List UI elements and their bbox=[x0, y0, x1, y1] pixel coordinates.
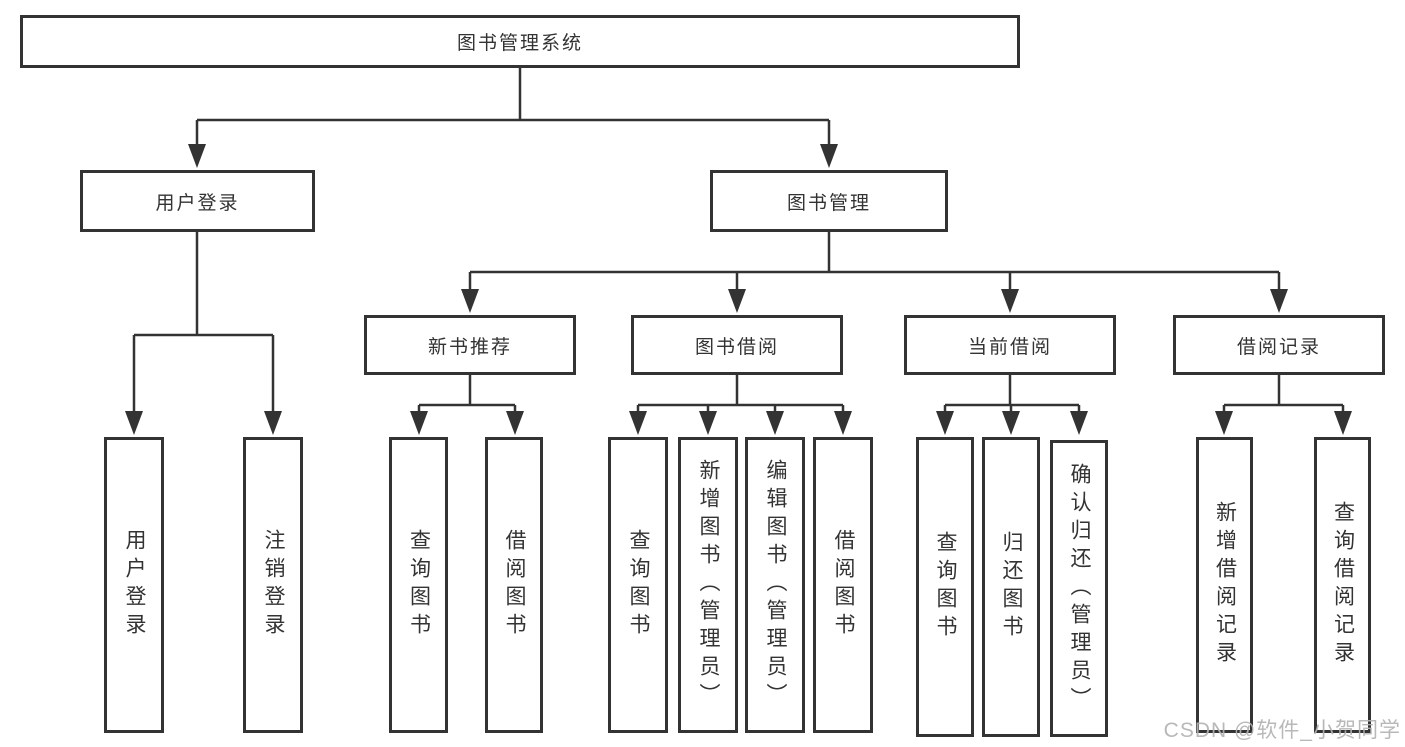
leaf-add-borrow-record: 新增借阅记录 bbox=[1196, 437, 1253, 733]
connector-book-borrow bbox=[636, 375, 845, 413]
csdn-watermark: CSDN @软件_小贺同学 bbox=[1163, 719, 1401, 742]
leaf-label: 编辑图书（管理员） bbox=[764, 459, 788, 711]
arrowhead bbox=[1001, 289, 1019, 313]
connector-root bbox=[195, 68, 831, 146]
leaf-label: 查询借阅记录 bbox=[1331, 501, 1355, 669]
arrowhead bbox=[820, 144, 838, 168]
connector-book-mgmt bbox=[468, 232, 1281, 291]
leaf-label: 归还图书 bbox=[1000, 531, 1024, 643]
node-new-book-rec: 新书推荐 bbox=[364, 315, 576, 375]
node-current-borrow: 当前借阅 bbox=[904, 315, 1116, 375]
leaf-label: 查询图书 bbox=[934, 531, 958, 643]
arrowhead bbox=[410, 411, 428, 435]
arrowhead bbox=[699, 411, 717, 435]
leaf-label: 新增借阅记录 bbox=[1213, 501, 1237, 669]
node-root: 图书管理系统 bbox=[20, 15, 1020, 68]
arrowhead bbox=[1270, 289, 1288, 313]
arrowhead bbox=[461, 289, 479, 313]
node-book-borrow: 图书借阅 bbox=[631, 315, 843, 375]
leaf-query-books-3: 查询图书 bbox=[916, 437, 974, 737]
leaf-label: 借阅图书 bbox=[503, 529, 527, 641]
leaf-label: 确认归还（管理员） bbox=[1068, 462, 1092, 715]
arrowhead bbox=[1070, 411, 1088, 435]
node-book-mgmt: 图书管理 bbox=[710, 170, 948, 232]
leaf-label: 新增图书（管理员） bbox=[697, 459, 721, 711]
connector-new-book-rec bbox=[417, 375, 517, 413]
leaf-label: 借阅图书 bbox=[832, 529, 856, 641]
arrowhead bbox=[506, 411, 524, 435]
arrowhead bbox=[264, 411, 282, 435]
leaf-label: 查询图书 bbox=[407, 529, 431, 641]
leaf-label: 用户登录 bbox=[123, 529, 147, 641]
arrowhead bbox=[1334, 411, 1352, 435]
arrowhead bbox=[766, 411, 784, 435]
connector-borrow-records bbox=[1222, 375, 1345, 413]
connector-user-login bbox=[132, 232, 275, 413]
leaf-user-login: 用户登录 bbox=[104, 437, 164, 733]
arrowhead bbox=[1002, 411, 1020, 435]
leaf-label: 查询图书 bbox=[627, 529, 651, 641]
leaf-borrow-books-2: 借阅图书 bbox=[813, 437, 873, 733]
leaf-return-books: 归还图书 bbox=[982, 437, 1040, 737]
arrowhead bbox=[834, 411, 852, 435]
leaf-query-books-2: 查询图书 bbox=[608, 437, 668, 733]
arrowhead bbox=[728, 289, 746, 313]
node-user-login: 用户登录 bbox=[80, 170, 315, 232]
leaf-logout: 注销登录 bbox=[243, 437, 303, 733]
arrowhead bbox=[125, 411, 143, 435]
leaf-query-books-1: 查询图书 bbox=[389, 437, 448, 733]
connector-current-borrow bbox=[943, 375, 1081, 413]
leaf-borrow-books-1: 借阅图书 bbox=[485, 437, 543, 733]
arrowhead bbox=[629, 411, 647, 435]
node-borrow-records: 借阅记录 bbox=[1173, 315, 1385, 375]
leaf-add-book-admin: 新增图书（管理员） bbox=[678, 437, 738, 733]
arrowhead bbox=[188, 144, 206, 168]
leaf-query-borrow-record: 查询借阅记录 bbox=[1314, 437, 1371, 733]
arrowhead bbox=[1215, 411, 1233, 435]
leaf-edit-book-admin: 编辑图书（管理员） bbox=[745, 437, 805, 733]
leaf-label: 注销登录 bbox=[262, 529, 286, 641]
leaf-confirm-return-admin: 确认归还（管理员） bbox=[1050, 440, 1108, 737]
arrowhead bbox=[936, 411, 954, 435]
